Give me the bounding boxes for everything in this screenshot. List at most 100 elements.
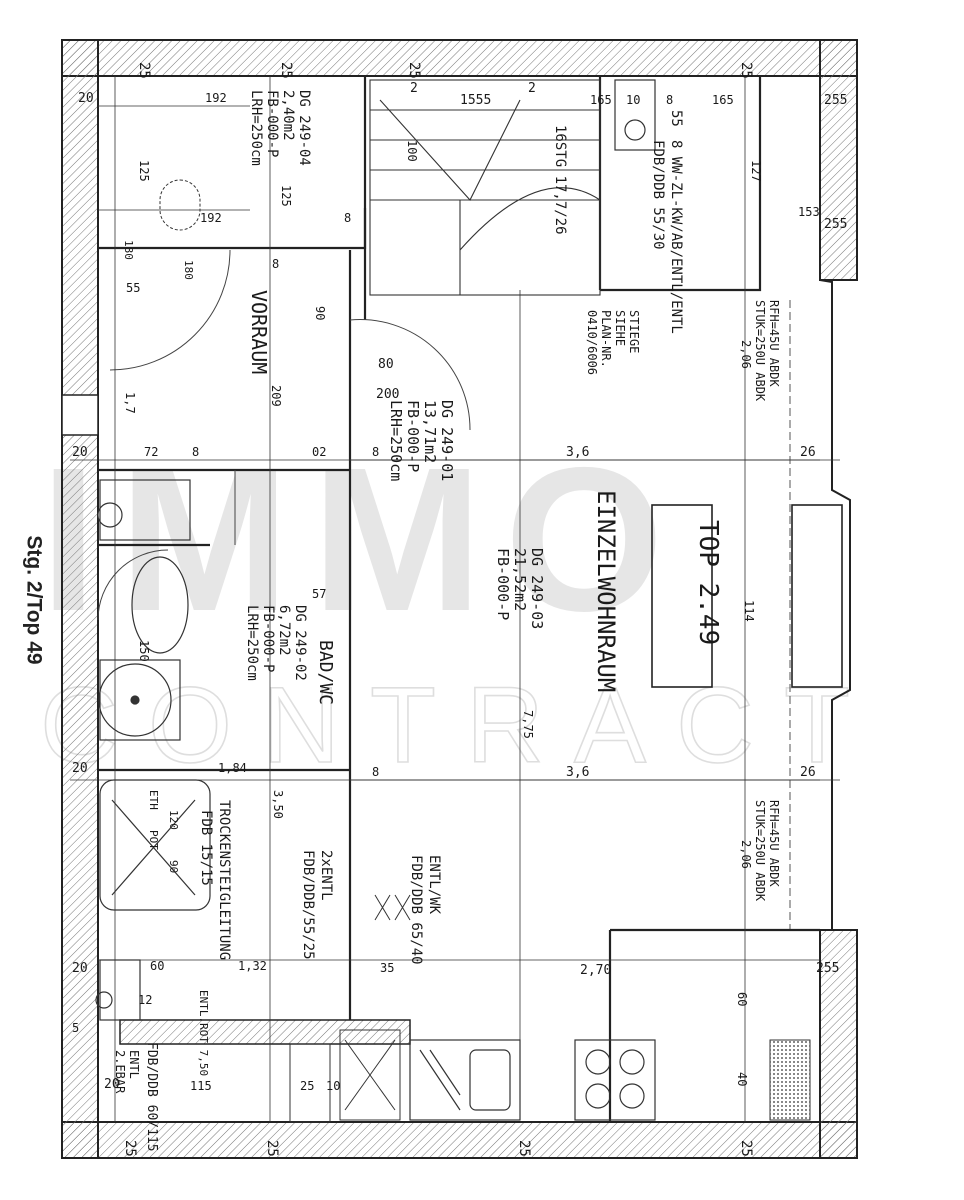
dim-b-132: 1,32 (238, 959, 267, 973)
dim-k-165b: 165 (712, 93, 734, 107)
ann-90: 90 (167, 860, 180, 873)
dim-b-150: 150 (137, 640, 151, 662)
ann-fdb5530: FDB/DDB 55/30 (650, 140, 666, 250)
dim-v-8c: 8 (192, 445, 199, 459)
kitchen-sink-fixture (409, 1039, 521, 1121)
dim-wc-192a: 192 (205, 91, 227, 105)
dim-st-1555: 1555 (460, 93, 491, 108)
dim-k-165a: 165 (590, 93, 612, 107)
dim-m-72: 72 (144, 445, 158, 459)
stair (369, 79, 601, 296)
einzel-data-3: FB-000-P (494, 548, 512, 620)
dim-vr-80: 80 (378, 357, 394, 372)
dim-b-184: 1,84 (218, 761, 247, 775)
ann-stuk1: STUK=250U ABDK (753, 300, 767, 402)
dim-wc-180a: 180 (122, 240, 135, 260)
dim-l-20a: 20 (78, 91, 94, 106)
dim-bottom-mid2-25: 25 (516, 1140, 532, 1157)
vorraum-data-3: FB-000-P (404, 400, 422, 472)
watermark-bottom: CONTRACT (40, 664, 880, 785)
bad-label: BAD/WC (315, 640, 336, 705)
dim-b-350: 3,50 (271, 790, 285, 819)
dim-st-2b: 2 (528, 81, 536, 96)
dimension-numbers: 25 25 25 25 25 25 25 25 255 255 255 20 2… (72, 62, 847, 1157)
dim-k-60c: 60 (735, 992, 749, 1006)
dim-v-8d: 8 (372, 445, 379, 459)
dim-wc-125b: 125 (279, 185, 293, 207)
dim-l-20b: 20 (72, 445, 88, 460)
dim-m-36a: 3,6 (566, 445, 589, 460)
wc-line-1: DG 249-04 (296, 90, 312, 166)
dim-l-20d: 20 (72, 961, 88, 976)
dim-top-mid-25: 25 (406, 62, 422, 79)
ann-2xentl: 2xENTL (318, 850, 334, 901)
vorraum-data-2: 13,71m2 (421, 400, 439, 463)
dim-vr-90: 90 (313, 306, 327, 320)
dim-m-775: 7,75 (521, 710, 535, 739)
einzel-data-1: DG 249-03 (528, 548, 546, 629)
dim-b-12: 12 (138, 993, 152, 1007)
dim-k-8: 8 (666, 93, 673, 107)
dim-b-10: 10 (326, 1079, 340, 1093)
bad-data-3: FB-000-P (260, 605, 276, 672)
door-swings (97, 249, 471, 621)
dimension-lines (70, 76, 840, 1122)
ann-rfh2: RFH=45U ABDK (767, 800, 781, 887)
room-texts: DG 249-04 2,40m2 FB-000-P LRH=250cm VORR… (244, 90, 723, 705)
stiege-line-1: STIEGE (627, 310, 641, 353)
dim-vr-17: 1,7 (123, 392, 137, 414)
ann-stg: 16STG 17,7/26 (552, 125, 568, 235)
dim-b-25: 25 (300, 1079, 314, 1093)
ann-ebar: 2.EBAR (113, 1050, 127, 1094)
ann-fdb60115: FDB/DDB 60/115 (144, 1042, 159, 1152)
cooktop-fixture (574, 1039, 656, 1121)
dim-top-left-25b: 25 (278, 62, 294, 79)
vorraum-data-1: DG 249-01 (438, 400, 456, 481)
vorraum-data-4: LRH=250cm (387, 400, 405, 481)
dim-top-left-25a: 25 (136, 62, 152, 79)
dim-k-270: 2,70 (580, 963, 611, 978)
wc-fixture (97, 479, 191, 654)
ann-rfh1: RFH=45U ABDK (767, 300, 781, 387)
dim-top-right-25: 25 (738, 62, 754, 79)
outer-walls (61, 39, 858, 1159)
dim-m-114: 114 (742, 600, 756, 622)
ann-55: 55 (668, 110, 684, 127)
washbasin-fixture (98, 659, 181, 741)
top-label: TOP 2.49 (693, 520, 723, 645)
right-facade (651, 279, 851, 930)
dim-l-20c: 20 (72, 761, 88, 776)
ann-eth: ETH (147, 790, 160, 810)
dim-v-8a: 8 (344, 211, 351, 225)
ann-entl-wk: ENTL/WK (426, 855, 442, 915)
vorraum-label: VORRAUM (247, 290, 271, 374)
ann-stuk2: STUK=250U ABDK (753, 800, 767, 902)
einzelwohnraum-label: EINZELWOHNRAUM (592, 490, 620, 692)
ann-206a: 2,06 (739, 340, 753, 369)
ann-entl: ENTL (127, 1050, 141, 1079)
dim-bottom-mid1-25: 25 (264, 1140, 280, 1157)
dim-k-127: 127 (749, 160, 763, 182)
bad-data-1: DG 249-02 (292, 605, 308, 681)
bad-data-2: 6,72m2 (276, 605, 292, 656)
dim-wc-192b: 192 (200, 211, 222, 225)
stiege-line-2: SIEHE (613, 310, 627, 346)
dim-b-57: 57 (312, 587, 326, 601)
wc-line-3: FB-000-P (264, 90, 280, 157)
ann-ww: 8 WW-ZL-KW/AB/ENTL/ENTL (668, 140, 684, 334)
dim-v-8b: 8 (272, 257, 279, 271)
ann-206b: 2,06 (739, 840, 753, 869)
ann-fdb6540: FDB/DDB 65/40 (408, 855, 424, 965)
dim-bottom-right-25: 25 (738, 1140, 754, 1157)
dim-b-115: 115 (190, 1079, 212, 1093)
dim-m-209: 209 (269, 385, 283, 407)
dim-b-60a: 60 (150, 959, 164, 973)
dim-m-36b: 3,6 (566, 765, 589, 780)
dim-wc-125a: 125 (137, 160, 151, 182)
dim-vr-200: 200 (376, 387, 399, 402)
stiege-line-3: PLAN-NR. (599, 310, 613, 368)
ann-fdb1515: FDB 15/15 (198, 810, 214, 886)
dim-m-02: 02 (312, 445, 326, 459)
service-annotations: TROCKENSTEIGLEITUNG FDB 15/15 2xENTL FDB… (113, 110, 781, 1152)
